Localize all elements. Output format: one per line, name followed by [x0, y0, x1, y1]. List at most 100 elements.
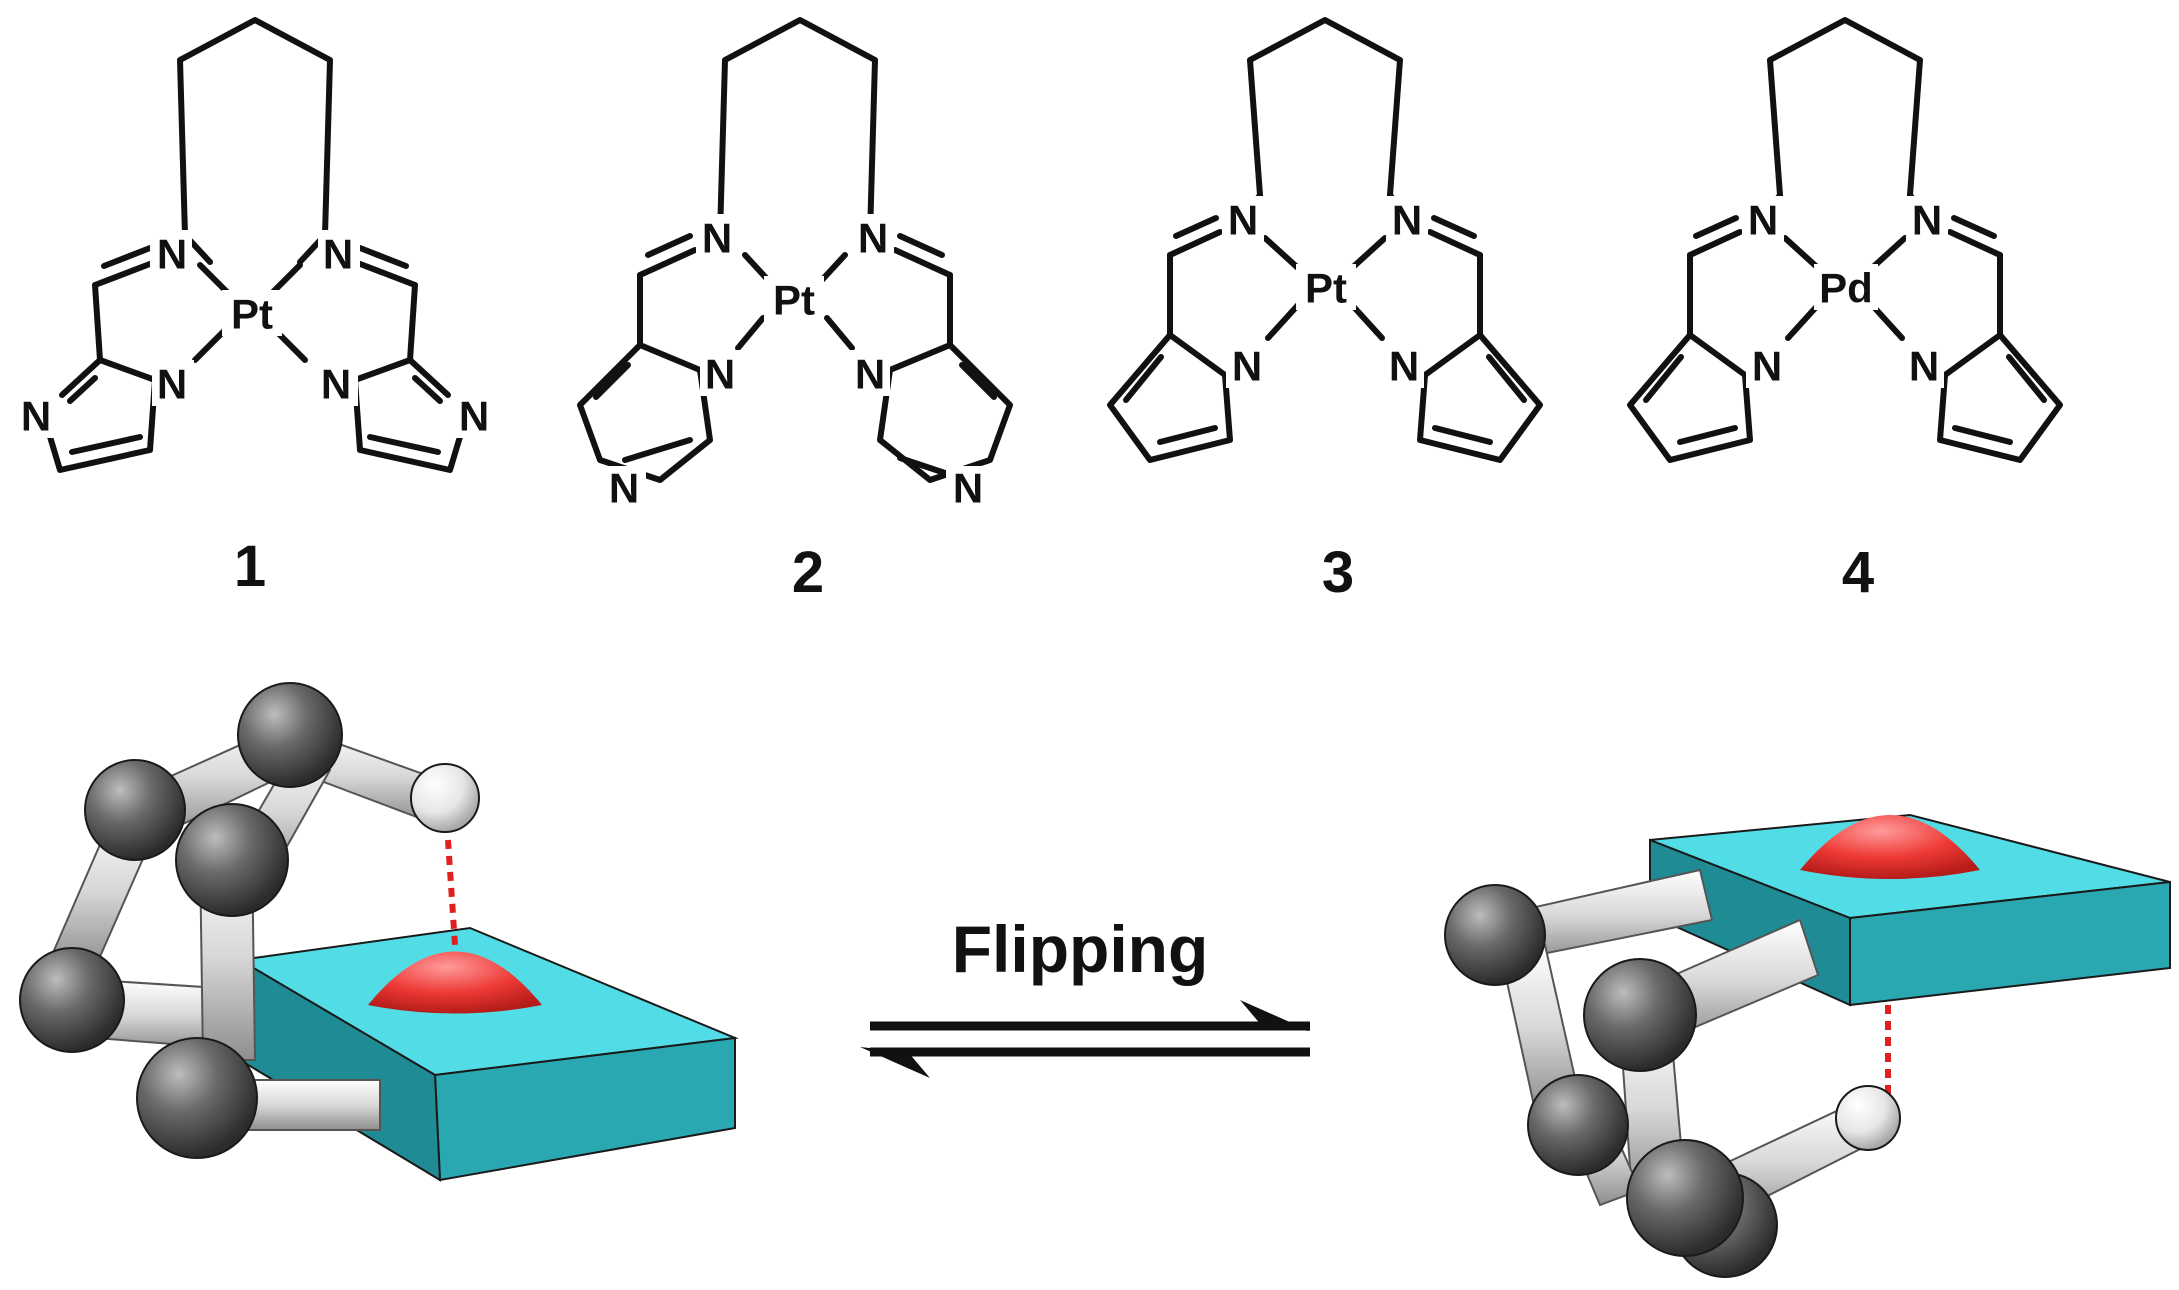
compound-2-metal: Pt	[773, 277, 815, 324]
compound-2-coord	[742, 252, 771, 283]
compound-2-imine-left-double	[645, 233, 693, 258]
compound-3-ring-n-left: N	[1232, 343, 1262, 390]
compound-1-imidazole-n-left: N	[21, 393, 51, 440]
left-metal-center	[368, 951, 542, 1014]
compound-3-imine-left-double	[1173, 215, 1219, 239]
compound-1-ring-left-double	[69, 434, 143, 455]
compound-2-ring-n-left: N	[705, 351, 735, 398]
compound-3-ring-left	[1107, 332, 1233, 463]
left-carbon-atom	[84, 759, 186, 861]
compound-2-coord	[735, 315, 766, 351]
compound-4-ring-left-double	[1643, 354, 1684, 403]
compound-1-imine-left	[92, 259, 158, 288]
compound-1-coord	[192, 327, 228, 363]
right-carbon-atom	[1444, 884, 1546, 986]
compound-4-structure	[1627, 17, 2063, 463]
compound-4-metal: Pd	[1819, 265, 1873, 312]
compound-1-ring-right-double	[367, 434, 441, 455]
compound-4-ring-left	[1627, 332, 1753, 463]
compound-3-ring-right	[1417, 332, 1543, 463]
compound-4-alkyl-chain	[1767, 17, 1923, 198]
compound-2-coord	[824, 315, 855, 351]
compound-1-imine-n-right: N	[323, 231, 353, 278]
compound-4-ring-n-right: N	[1909, 343, 1939, 390]
compound-4-coord	[1869, 302, 1905, 341]
compound-3-imine-n-left: N	[1228, 197, 1258, 244]
compound-4-imine-right-double	[1951, 215, 1997, 239]
compound-4-coord	[1785, 302, 1821, 341]
compound-2-imidazole-n-right: N	[953, 465, 983, 512]
compound-1-ring-left	[42, 357, 158, 473]
left-carbon-atom	[175, 803, 289, 917]
compound-number-1: 1	[234, 534, 266, 599]
compound-4-imine-right	[1947, 229, 2003, 258]
compound-4-ring-right	[1937, 332, 2063, 463]
compound-1-ring-n-left: N	[157, 361, 187, 408]
right-hydrogen-atom	[1835, 1085, 1901, 1151]
compound-4-ring-right-double	[2006, 354, 2047, 403]
compound-2-alkyl-chain	[717, 17, 878, 238]
compound-3-imine-left	[1167, 229, 1223, 258]
reverse-arrow-head	[860, 1047, 930, 1078]
compound-3-coord	[1349, 235, 1388, 271]
compound-3-alkyl-chain	[1247, 17, 1403, 198]
compound-3-coord	[1262, 235, 1301, 271]
equilibrium-label: Flipping	[952, 912, 1209, 986]
compound-1-ring-right-bond	[407, 357, 451, 398]
compound-1-imine-left-double	[101, 245, 153, 269]
compound-1-ring-right-double	[412, 375, 443, 404]
compound-1-imine-right	[352, 259, 418, 288]
compound-4-ring-n-left: N	[1752, 343, 1782, 390]
compound-4-ring-left-double	[1677, 425, 1738, 445]
compound-4-coord	[1782, 235, 1821, 271]
right-carbon-atom	[1527, 1074, 1629, 1176]
compound-1-bond	[407, 282, 418, 363]
right-metal-center	[1800, 815, 1980, 879]
right-carbon-atom	[1626, 1139, 1744, 1257]
compound-1-metal: Pt	[231, 291, 273, 338]
compound-1-imidazole-n-right: N	[459, 393, 489, 440]
compound-4-imine-n-left: N	[1748, 197, 1778, 244]
compound-4-imine-n-right: N	[1912, 197, 1942, 244]
compound-2-imine-n-left: N	[702, 215, 732, 262]
left-carbon-atom	[19, 947, 125, 1053]
compound-2-ring-right-double	[959, 362, 997, 400]
compound-1-ring-right	[352, 357, 468, 473]
compound-3-imine-right	[1427, 229, 1483, 258]
compound-1-bond	[92, 282, 103, 363]
compound-1-ring-left-bond	[59, 357, 103, 398]
compound-number-3: 3	[1322, 540, 1354, 605]
compound-1-imine-right-double	[357, 245, 409, 269]
left-carbon-atom	[136, 1037, 258, 1159]
compound-number-2: 2	[792, 540, 824, 605]
right-conformer-model	[1444, 813, 2171, 1278]
compound-3-ring-left-double	[1157, 425, 1218, 445]
compound-1-ring-n-right: N	[321, 361, 351, 408]
equilibrium-arrows: Flipping	[860, 912, 1310, 1078]
compound-2-ring-left-double	[622, 437, 693, 463]
compound-2-imine-left	[637, 247, 698, 278]
compound-3-ring-right-double	[1432, 425, 1493, 445]
compound-3-metal: Pt	[1305, 265, 1347, 312]
forward-arrow-head	[1240, 1000, 1310, 1031]
compound-3-ring-right-double	[1486, 354, 1527, 403]
compound-3-ring-left-double	[1123, 354, 1164, 403]
compound-2-coord	[819, 252, 848, 283]
compound-1-structure	[42, 17, 468, 473]
compound-2-structure	[577, 17, 1013, 483]
left-conformer-model	[19, 682, 739, 1182]
compound-4-coord	[1869, 235, 1908, 271]
compound-4-imine-left	[1687, 229, 1743, 258]
compound-2-ring-left	[577, 342, 713, 483]
compound-3-structure	[1107, 17, 1543, 463]
compound-3-coord	[1349, 302, 1385, 341]
compound-2-imidazole-n-left: N	[609, 465, 639, 512]
right-carbon-atom	[1583, 958, 1697, 1072]
compound-4-imine-left-double	[1693, 215, 1739, 239]
left-agostic-interaction	[445, 839, 458, 946]
left-carbon-atom	[237, 682, 343, 788]
compound-2-imine-right	[892, 247, 953, 278]
compound-number-4: 4	[1842, 540, 1874, 605]
